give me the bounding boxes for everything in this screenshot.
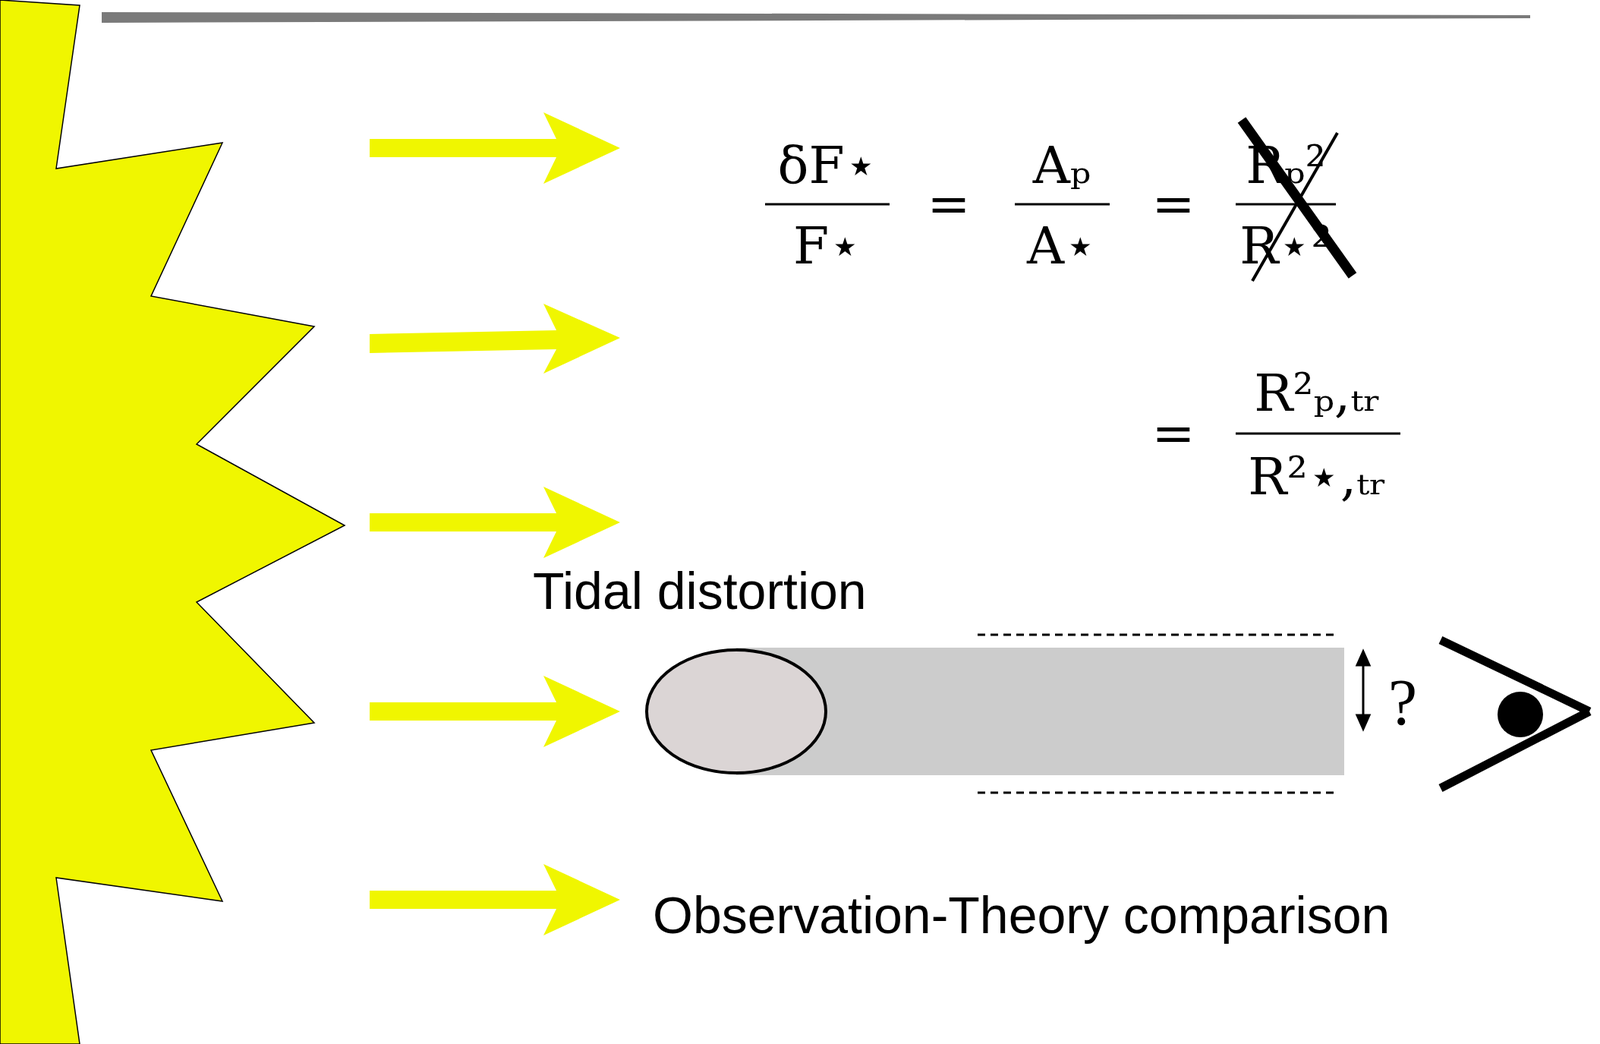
equation-term: R²ₚ,ₜᵣ	[1253, 365, 1382, 423]
light-arrows	[369, 112, 621, 936]
equation-term: Aₚ	[1033, 137, 1091, 195]
eye-symbol	[1440, 639, 1590, 788]
equals-sign: =	[1152, 405, 1196, 463]
shadow-band	[736, 647, 1345, 775]
dashed-lines	[977, 634, 1339, 793]
planet-ellipse	[646, 649, 826, 773]
equation-term: δF⋆	[777, 137, 877, 195]
star-burst	[0, 0, 345, 1044]
fraction-bars	[765, 204, 1401, 434]
equation-term: R⋆²	[1239, 217, 1332, 275]
equation-term: R²⋆,ₜᵣ	[1247, 448, 1387, 506]
question-mark: ?	[1388, 666, 1418, 739]
equation-term: Rₚ²	[1245, 137, 1326, 195]
double-arrow	[1357, 651, 1370, 729]
section-label: Observation-Theory comparison	[652, 886, 1390, 944]
section-label: Tidal distortion	[532, 562, 867, 620]
equals-sign: =	[1152, 176, 1196, 234]
equation-term: A⋆	[1026, 217, 1097, 275]
header-bar	[101, 12, 1531, 23]
equals-sign: =	[927, 176, 971, 234]
equation-term: F⋆	[793, 217, 862, 275]
